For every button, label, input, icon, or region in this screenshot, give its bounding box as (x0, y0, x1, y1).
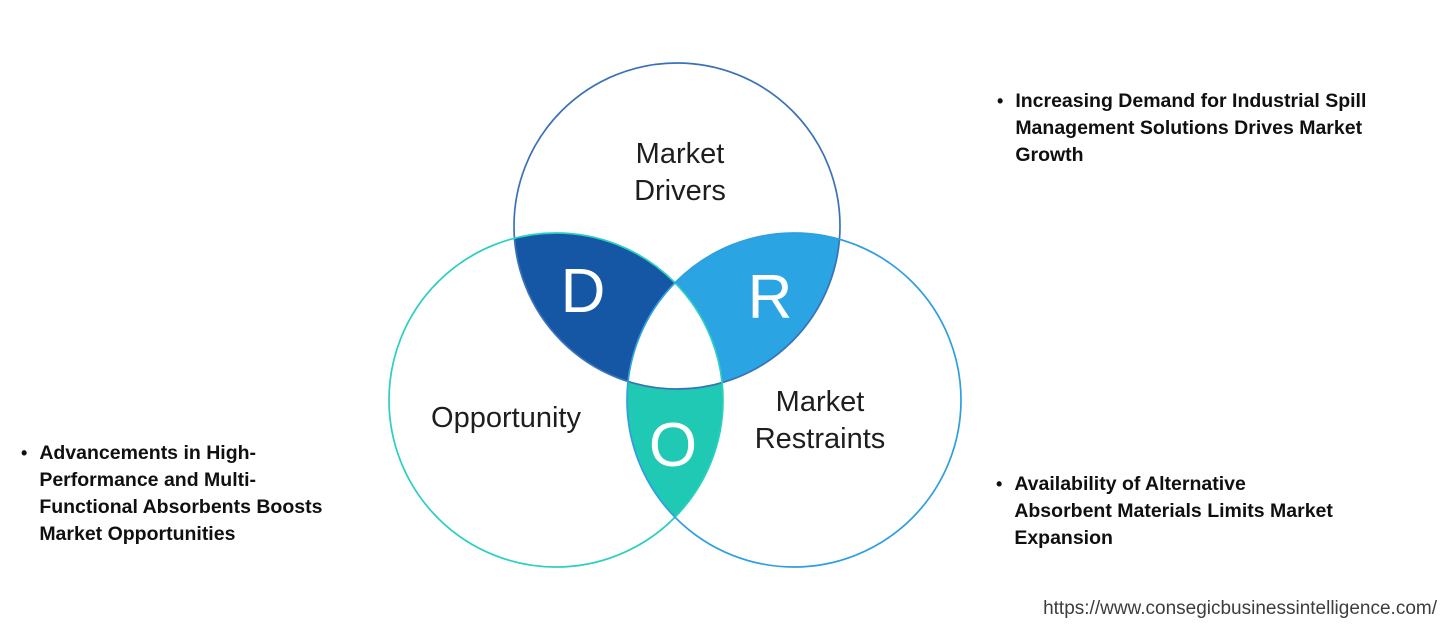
label-line: Drivers (634, 175, 726, 207)
source-url: https://www.consegicbusinessintelligence… (1043, 598, 1437, 619)
text-line: Availability of Alternative (1014, 473, 1246, 495)
drivers-annotation: • Increasing Demand for Industrial Spill… (997, 88, 1366, 169)
opportunity-annotation-text: Advancements in High- Performance and Mu… (39, 440, 322, 548)
opportunity-annotation: • Advancements in High- Performance and … (21, 440, 322, 548)
text-line: Market Opportunities (39, 523, 236, 545)
text-line: Growth (1015, 144, 1084, 166)
restraints-circle-outline (626, 232, 962, 568)
restraints-annotation-text: Availability of Alternative Absorbent Ma… (1014, 471, 1333, 552)
text-line: Performance and Multi- (39, 469, 257, 491)
restraints-lens-letter: R (748, 263, 793, 332)
drivers-circle-label: Market Drivers (634, 136, 726, 210)
bullet-icon: • (997, 91, 1004, 111)
label-line: Opportunity (431, 402, 581, 434)
text-line: Absorbent Materials Limits Market (1014, 500, 1333, 522)
drivers-circle-outline (513, 62, 841, 390)
opportunity-circle-label: Opportunity (431, 400, 581, 437)
bullet-icon: • (21, 443, 28, 463)
text-line: Functional Absorbents Boosts (39, 496, 323, 518)
text-line: Advancements in High- (39, 442, 257, 464)
bullet-icon: • (996, 474, 1003, 494)
text-line: Expansion (1014, 527, 1113, 549)
opportunity-circle-outline (388, 232, 724, 568)
drivers-lens-letter: D (561, 257, 606, 326)
label-line: Restraints (754, 423, 886, 455)
label-line: Market (775, 386, 865, 418)
drivers-annotation-text: Increasing Demand for Industrial Spill M… (1015, 88, 1366, 169)
text-line: Management Solutions Drives Market (1015, 117, 1363, 139)
text-line: Increasing Demand for Industrial Spill (1015, 90, 1367, 112)
opportunity-lens-letter: O (649, 411, 697, 480)
restraints-annotation: • Availability of Alternative Absorbent … (996, 471, 1333, 552)
label-line: Market (635, 138, 725, 170)
restraints-circle-label: Market Restraints (755, 384, 886, 458)
